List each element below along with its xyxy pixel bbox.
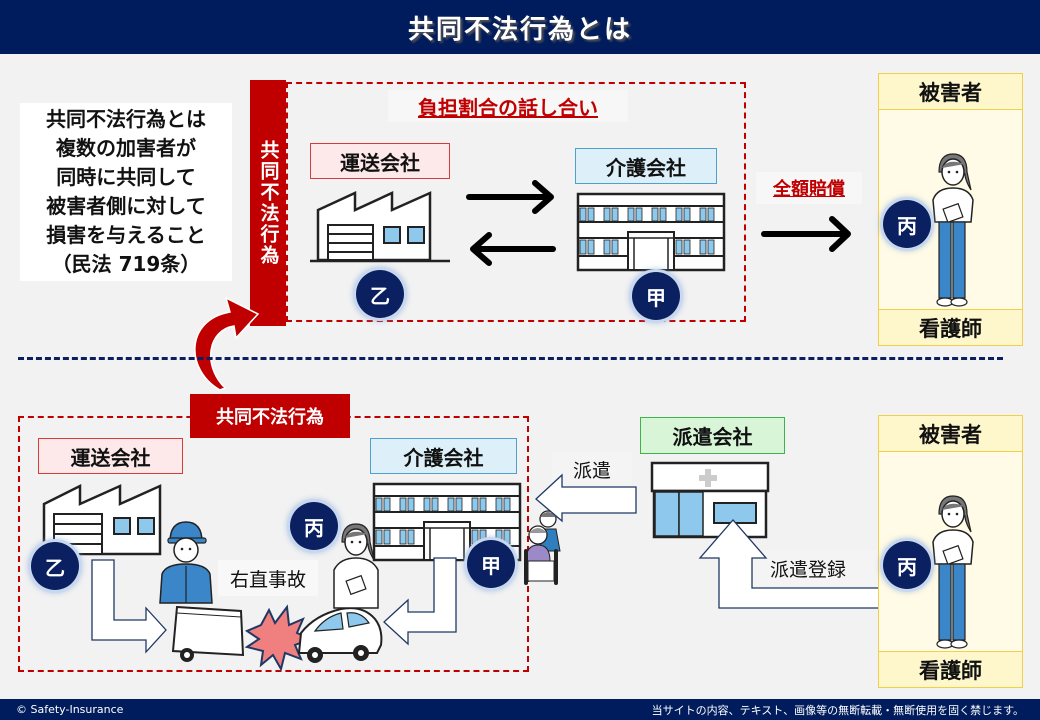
top-care-company-label: 介護会社 (575, 148, 717, 184)
truck-icon (171, 605, 245, 662)
definition-line: 共同不法行為とは (46, 107, 206, 131)
bottom-transport-company-label: 運送会社 (38, 438, 183, 474)
dispatch-company-label: 派遣会社 (640, 417, 785, 454)
registration-label: 派遣登録 (738, 550, 878, 586)
badge-hei: 丙 (290, 502, 338, 550)
page-footer: © Safety-Insurance 当サイトの内容、テキスト、画像等の無断転載… (0, 699, 1040, 720)
joint-tort-tag: 共同不法行為 (190, 394, 350, 438)
accident-label: 右直事故 (218, 560, 318, 596)
definition-box: 共同不法行為とは 複数の加害者が 同時に共同して 被害者側に対して 損害を与える… (20, 103, 232, 281)
crash-burst-icon (244, 604, 314, 672)
victim-footer: 看護師 (879, 651, 1022, 687)
copyright-text: © Safety-Insurance (16, 703, 124, 716)
definition-line: 同時に共同して (56, 165, 196, 189)
victim-header: 被害者 (879, 74, 1022, 110)
definition-line: （民法 719条） (51, 252, 201, 276)
joint-tort-vertical-label: 共同不法行為 (257, 140, 280, 266)
collision-scene-icon (171, 604, 383, 672)
victim-footer: 看護師 (879, 309, 1022, 345)
badge-ko: 甲 (632, 272, 680, 320)
factory-icon (310, 191, 450, 263)
compensation-arrow-icon (761, 216, 851, 252)
top-transport-company-label: 運送会社 (310, 143, 450, 179)
nurse-figure-icon (932, 495, 974, 649)
driver-figure-icon (159, 521, 213, 604)
care-facility-icon (576, 192, 726, 272)
dispatch-office-icon (650, 461, 770, 539)
definition-line: 被害者側に対して (46, 194, 206, 218)
nurse-figure-icon (932, 153, 974, 307)
factory-icon (42, 483, 162, 556)
badge-hei: 丙 (883, 541, 931, 589)
curved-arrow-up-icon (194, 296, 260, 391)
victim-header: 被害者 (879, 416, 1022, 452)
flow-arrow-right-icon (91, 559, 167, 654)
car-icon (297, 607, 383, 663)
top-liability-frame (286, 82, 746, 322)
registration-arrow-up-icon (698, 519, 907, 609)
nurse-figure-icon (333, 523, 379, 609)
page-title: 共同不法行為とは (407, 14, 632, 45)
joint-tort-vertical-bar: 共同不法行為 (250, 80, 286, 326)
badge-ko: 甲 (467, 540, 515, 588)
badge-otsu: 乙 (31, 542, 79, 590)
full-compensation-label: 全額賠償 (756, 172, 862, 204)
badge-otsu: 乙 (356, 270, 404, 318)
definition-line: 複数の加害者が (56, 136, 196, 160)
dispatch-label: 派遣 (552, 452, 632, 486)
flow-arrow-left-icon (383, 557, 457, 646)
discussion-title: 負担割合の話し合い (388, 90, 628, 122)
two-way-arrows-icon (466, 180, 556, 266)
badge-hei: 丙 (883, 200, 931, 248)
bottom-care-company-label: 介護会社 (370, 438, 517, 474)
dispatch-arrow-left-icon (535, 473, 637, 523)
page-header: 共同不法行為とは (0, 0, 1040, 54)
section-divider (18, 357, 1003, 360)
definition-line: 損害を与えること (46, 223, 206, 247)
copyright-notice: 当サイトの内容、テキスト、画像等の無断転載・無断使用を固く禁じます。 (651, 703, 1024, 717)
